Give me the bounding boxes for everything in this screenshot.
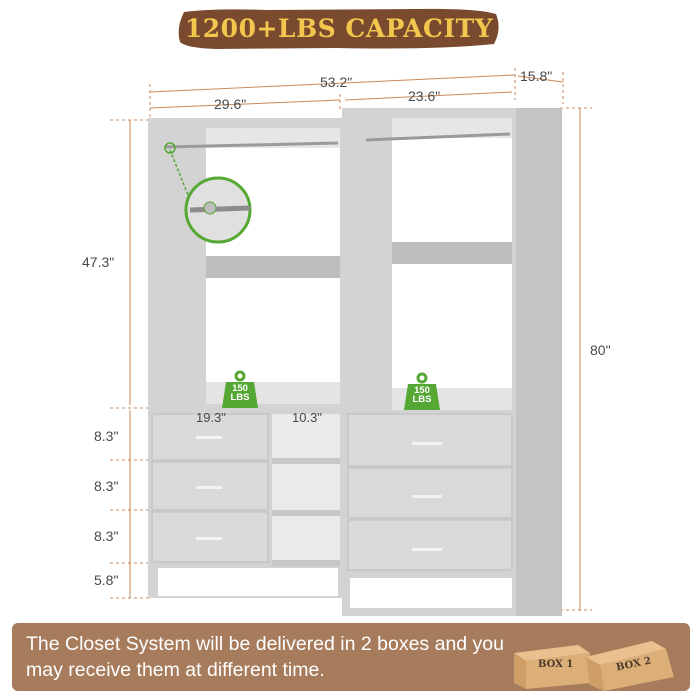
weight-value: 150: [414, 385, 430, 396]
weight-icon: [222, 370, 258, 408]
left-closet-unit: [148, 118, 342, 598]
drawer-height-label-1: 8.3": [94, 428, 119, 444]
right-width-label: 23.6": [408, 88, 441, 104]
box-1-label: BOX 1: [538, 659, 574, 670]
drawer-height-label-2: 8.3": [94, 478, 119, 494]
rod-detail-zoom: [164, 142, 252, 244]
base-height-label: 5.8": [94, 572, 119, 588]
box-2-icon: [586, 641, 674, 691]
weight-value: 150: [232, 383, 248, 394]
drawer-width-label: 19.3": [196, 410, 226, 425]
banner-brush-shape: [178, 8, 499, 49]
hanging-height-label: 47.3": [82, 254, 115, 270]
right-closet-unit: [342, 108, 562, 616]
drawer-height-label-3: 8.3": [94, 528, 119, 544]
left-width-label: 29.6": [214, 96, 247, 112]
weight-unit: LBS: [412, 394, 432, 405]
depth-label: 15.8": [520, 68, 553, 84]
box-1-icon: [514, 645, 590, 689]
weight-badge-left: 150 LBS: [220, 370, 260, 410]
total-width-label: 53.2": [320, 74, 353, 90]
weight-unit: LBS: [230, 392, 250, 403]
total-height-label: 80": [590, 342, 611, 358]
capacity-banner: 1200+LBS CAPACITY: [176, 6, 502, 52]
delivery-footer: The Closet System will be delivered in 2…: [12, 623, 690, 691]
weight-icon: [404, 372, 440, 410]
weight-badge-right: 150 LBS: [402, 372, 442, 412]
shelf-width-label: 10.3": [292, 410, 322, 425]
banner-title: 1200+LBS CAPACITY: [184, 14, 494, 43]
delivery-note: The Closet System will be delivered in 2…: [26, 633, 504, 681]
boxes-illustration: [514, 641, 674, 691]
